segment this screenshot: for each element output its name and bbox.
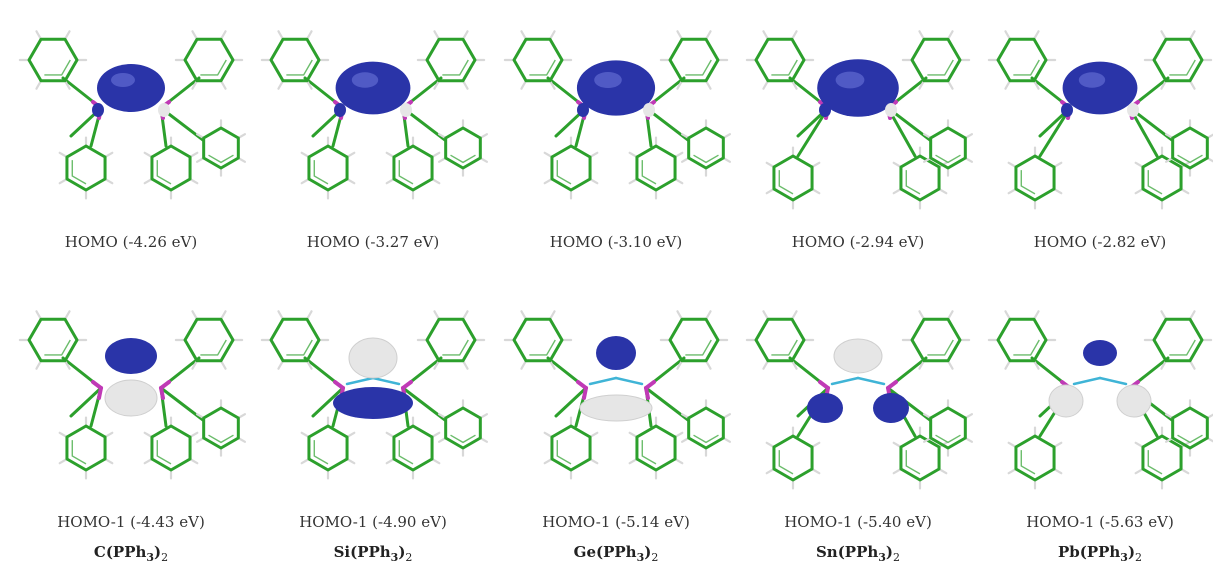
compound-label-si: Si(PPh3)2 bbox=[333, 543, 413, 564]
homo1-label-c: HOMO-1 (-4.43 eV) bbox=[57, 513, 205, 531]
homo-molecule-2 bbox=[503, 30, 732, 200]
homo1-molecule-2 bbox=[503, 310, 732, 480]
compound-label-c: C(PPh3)2 bbox=[93, 543, 169, 564]
homo-molecule-4 bbox=[987, 30, 1213, 210]
compound-formula: Pb(PPh3) bbox=[1057, 543, 1136, 564]
homo-label-pb: HOMO (-2.82 eV) bbox=[1033, 233, 1167, 251]
compound-formula: Ge(PPh3) bbox=[573, 543, 652, 564]
homo1-label-si: HOMO-1 (-4.90 eV) bbox=[299, 513, 447, 531]
compound-label-sn: Sn(PPh3)2 bbox=[815, 543, 901, 564]
compound-label-ge: Ge(PPh3)2 bbox=[573, 543, 659, 564]
homo-label-si: HOMO (-3.27 eV) bbox=[306, 233, 440, 251]
homo1-molecule-0 bbox=[18, 310, 247, 480]
compound-formula: C(PPh3) bbox=[93, 543, 162, 564]
homo-molecule-3 bbox=[745, 30, 974, 210]
homo-label-sn: HOMO (-2.94 eV) bbox=[791, 233, 925, 251]
homo1-label-pb: HOMO-1 (-5.63 eV) bbox=[1026, 513, 1174, 531]
homo-label-c: HOMO (-4.26 eV) bbox=[64, 233, 198, 251]
homo-molecule-0 bbox=[18, 30, 247, 200]
homo1-label-ge: HOMO-1 (-5.14 eV) bbox=[542, 513, 690, 531]
homo1-molecule-3 bbox=[745, 310, 974, 490]
compound-formula: Si(PPh3) bbox=[333, 543, 406, 564]
homo1-molecule-4 bbox=[987, 310, 1213, 490]
compound-label-pb: Pb(PPh3)2 bbox=[1057, 543, 1143, 564]
homo1-molecule-1 bbox=[260, 310, 489, 480]
homo-label-ge: HOMO (-3.10 eV) bbox=[549, 233, 683, 251]
homo-molecule-1 bbox=[260, 30, 489, 200]
compound-formula: Sn(PPh3) bbox=[815, 543, 894, 564]
homo1-label-sn: HOMO-1 (-5.40 eV) bbox=[784, 513, 932, 531]
